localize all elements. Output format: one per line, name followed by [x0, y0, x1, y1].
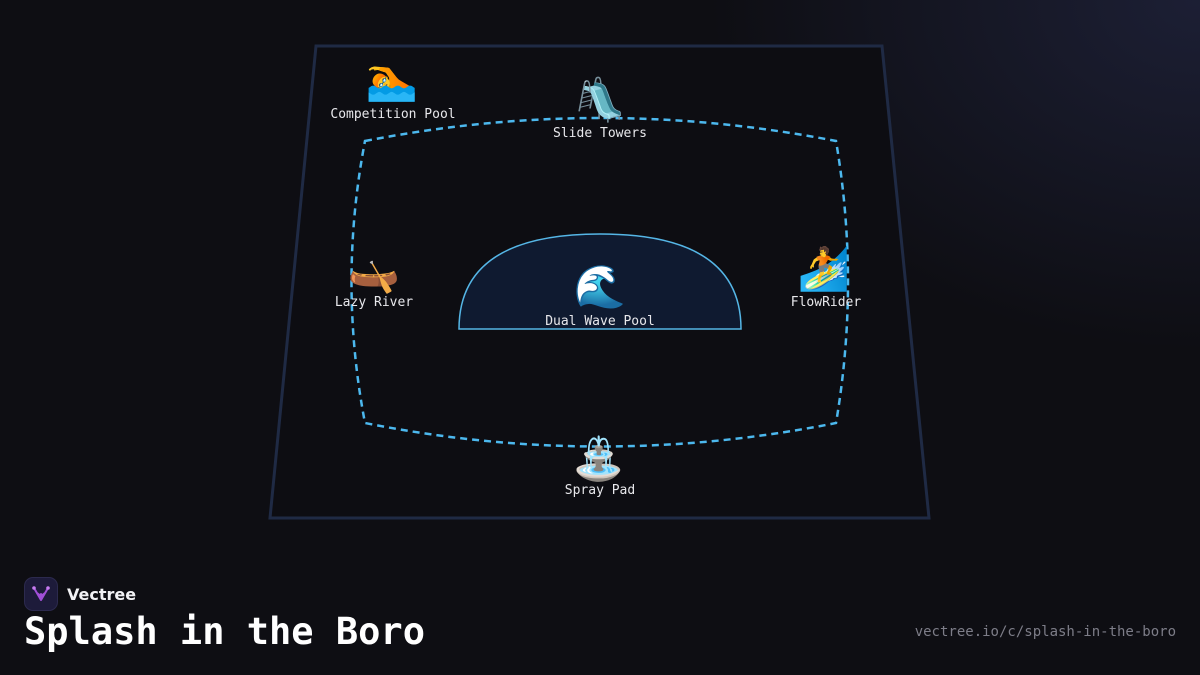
- brand[interactable]: Vectree: [24, 577, 136, 611]
- water-slide-icon: 🛝: [574, 75, 626, 124]
- surfer-icon: 🏄: [798, 244, 850, 293]
- feature-flowrider[interactable]: 🏄 FlowRider: [791, 244, 862, 310]
- feature-label-slide-towers: Slide Towers: [553, 126, 647, 141]
- feature-label-spray-pad: Spray Pad: [565, 483, 635, 498]
- swimmer-icon: 🏊: [366, 54, 418, 103]
- feature-spray-pad[interactable]: ⛲ Spray Pad: [565, 434, 635, 498]
- feature-label-flowrider: FlowRider: [791, 295, 862, 310]
- feature-lazy-river[interactable]: 🛶 Lazy River: [335, 246, 413, 310]
- page-url[interactable]: vectree.io/c/splash-in-the-boro: [914, 624, 1176, 640]
- feature-label-lazy-river: Lazy River: [335, 295, 413, 310]
- canoe-icon: 🛶: [348, 246, 400, 295]
- dual-wave-pool-basin: [458, 233, 742, 330]
- feature-slide-towers[interactable]: 🛝 Slide Towers: [553, 75, 647, 141]
- fountain-icon: ⛲: [573, 434, 625, 484]
- feature-competition-pool[interactable]: 🏊 Competition Pool: [330, 54, 455, 122]
- feature-label-dual-wave-pool: Dual Wave Pool: [545, 314, 655, 329]
- page-title: Splash in the Boro: [24, 610, 425, 653]
- lazy-river-loop: [350, 116, 850, 448]
- feature-label-competition-pool: Competition Pool: [330, 107, 455, 122]
- brand-name: Vectree: [67, 584, 137, 604]
- wave-icon: 🌊: [574, 262, 626, 311]
- feature-dual-wave-pool[interactable]: 🌊 Dual Wave Pool: [545, 262, 655, 329]
- tree-branch-icon: [24, 577, 58, 611]
